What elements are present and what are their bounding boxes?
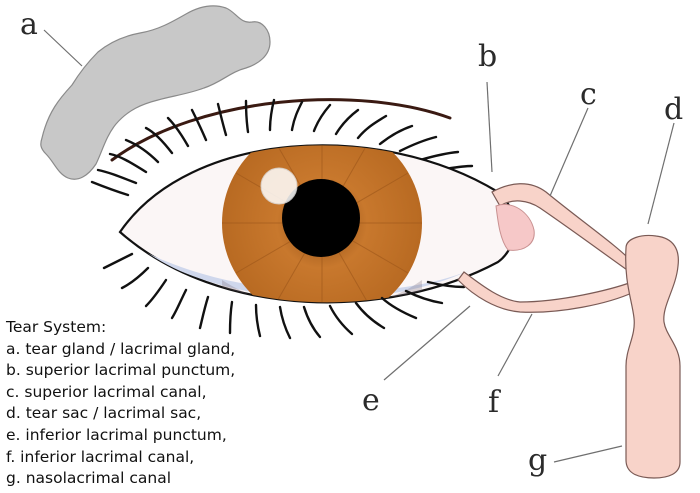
leader-line-a: [43, 29, 83, 67]
pupil: [282, 179, 360, 257]
leader-line-g: [553, 445, 623, 463]
leader-line-e: [383, 305, 471, 381]
legend-item: a. tear gland / lacrimal gland,: [6, 339, 236, 358]
label-e: e: [362, 383, 380, 418]
label-a: a: [20, 7, 38, 42]
legend: Tear System: a. tear gland / lacrimal gl…: [6, 317, 235, 490]
leader-line-f: [497, 313, 533, 377]
label-b: b: [478, 39, 497, 74]
lower-eyelashes: [102, 252, 466, 340]
label-d: d: [664, 92, 683, 127]
leader-line-b: [486, 81, 493, 173]
legend-item: g. nasolacrimal canal: [6, 469, 172, 488]
lacrimal-sac-and-nasolacrimal-canal: [625, 234, 681, 479]
legend-item: d. tear sac / lacrimal sac,: [6, 404, 202, 423]
leader-line-d: [647, 122, 675, 225]
label-g: g: [528, 443, 547, 478]
inferior-lacrimal-canal: [457, 271, 635, 313]
tear-gland: [40, 5, 271, 180]
label-f: f: [488, 385, 501, 420]
legend-item: b. superior lacrimal punctum,: [6, 361, 236, 380]
lacrimal-caruncle: [495, 204, 535, 251]
legend-item: c. superior lacrimal canal,: [6, 382, 207, 401]
leader-line-c: [549, 107, 589, 197]
upper-eyelashes: [90, 98, 474, 197]
eyelid-crease: [110, 98, 452, 162]
legend-item: f. inferior lacrimal canal,: [6, 447, 195, 466]
eye-highlight: [260, 167, 298, 205]
legend-item: e. inferior lacrimal punctum,: [6, 425, 227, 444]
label-c: c: [580, 77, 597, 112]
legend-title: Tear System:: [6, 318, 107, 336]
